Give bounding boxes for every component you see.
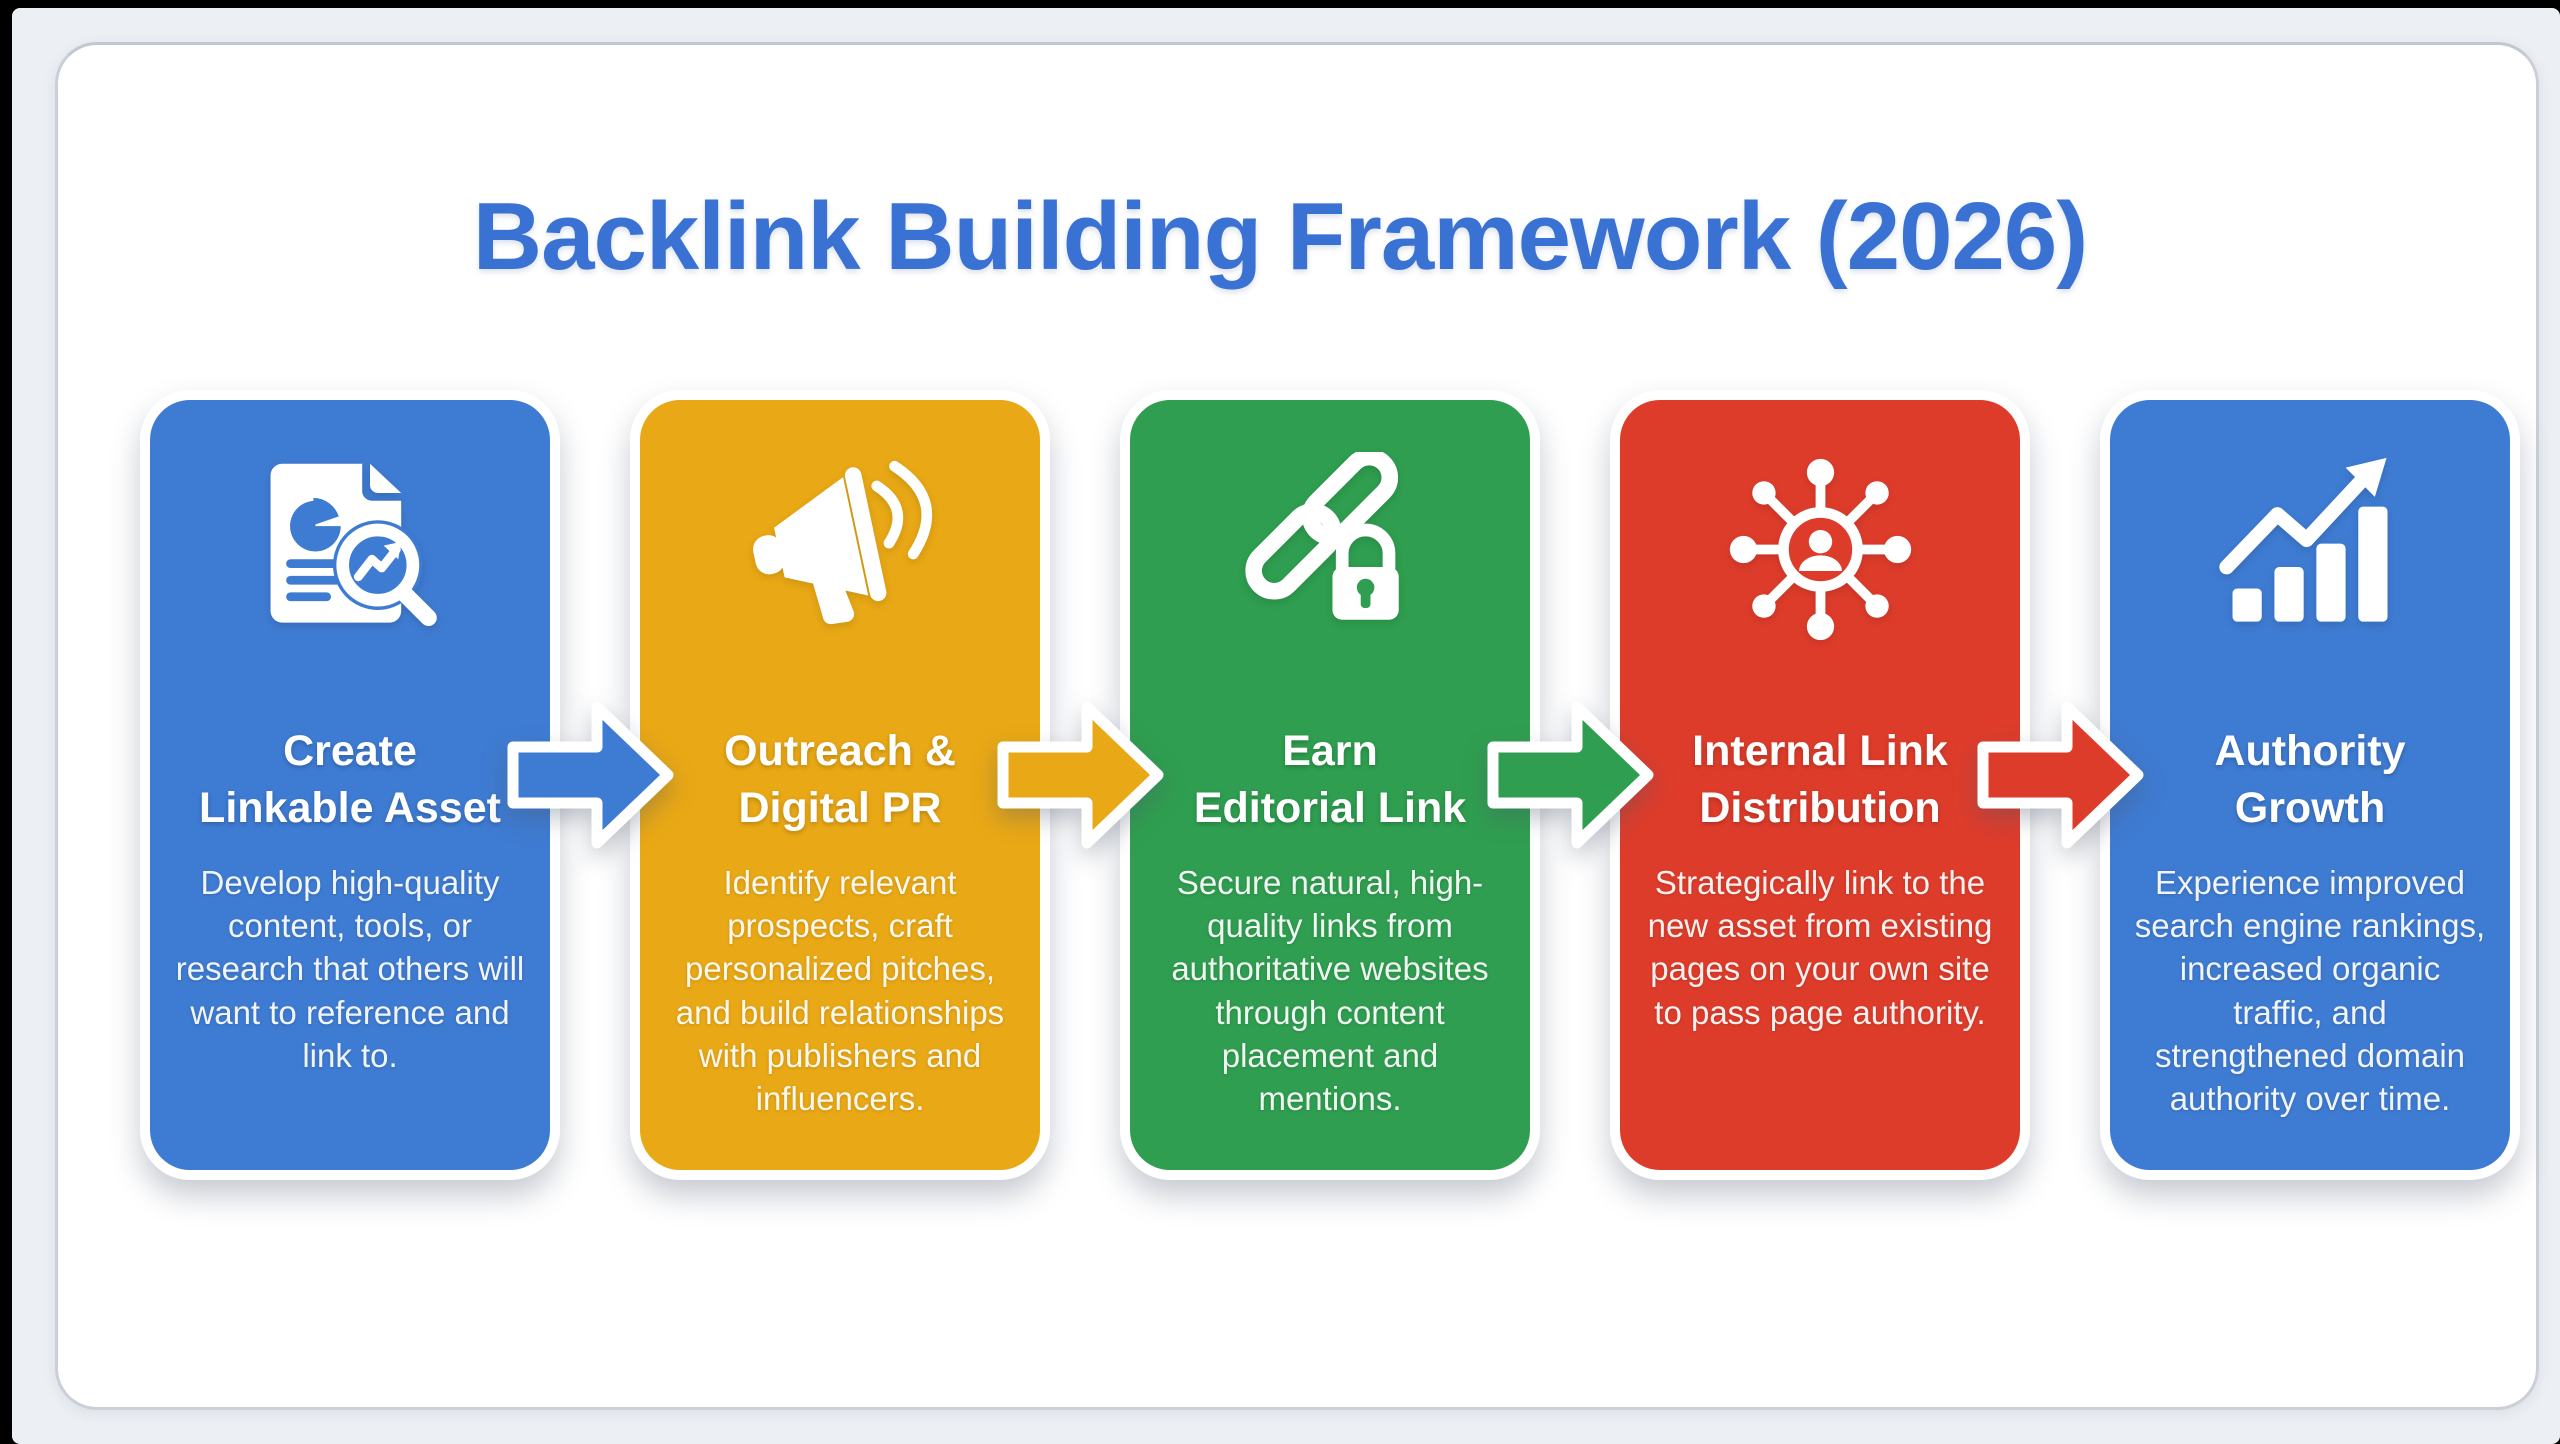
step-description: Experience improved search engine rankin… (2134, 863, 2486, 1118)
step-title: Create Linkable Asset (199, 727, 501, 832)
step-description: Secure natural, high-quality links from … (1171, 863, 1489, 1118)
step-card-authority-growth: Authority Growth Experience improved sea… (2100, 390, 2520, 1180)
step-title: Internal Link Distribution (1692, 727, 1948, 832)
step-card-earn-editorial-link: Earn Editorial Link Secure natural, high… (1120, 390, 1540, 1180)
chain-link-lock-icon (1228, 452, 1433, 647)
arrow-right-icon (1977, 701, 2144, 849)
step-title: Outreach & Digital PR (724, 727, 956, 832)
arrow-right-icon (1487, 701, 1654, 849)
step-title: Earn Editorial Link (1193, 727, 1467, 832)
report-analytics-icon (248, 452, 453, 647)
step-description: Develop high-quality content, tools, or … (175, 863, 525, 1075)
page-title: Backlink Building Framework (2026) (472, 183, 2089, 291)
arrow-right-icon (997, 701, 1164, 849)
arrow-right-icon (507, 701, 674, 849)
step-card-create-linkable-asset: Create Linkable Asset Develop high-quali… (140, 390, 560, 1180)
step-card-outreach-digital-pr: Outreach & Digital PR Identify relevant … (630, 390, 1050, 1180)
megaphone-icon (738, 452, 943, 647)
step-card-internal-link-distribution: Internal Link Distribution Strategically… (1610, 390, 2030, 1180)
step-title: Authority Growth (2214, 727, 2406, 832)
step-description: Strategically link to the new asset from… (1647, 863, 1993, 1031)
step-description: Identify relevant prospects, craft perso… (675, 863, 1005, 1118)
growth-chart-icon (2208, 452, 2413, 647)
network-hub-icon (1718, 452, 1923, 647)
